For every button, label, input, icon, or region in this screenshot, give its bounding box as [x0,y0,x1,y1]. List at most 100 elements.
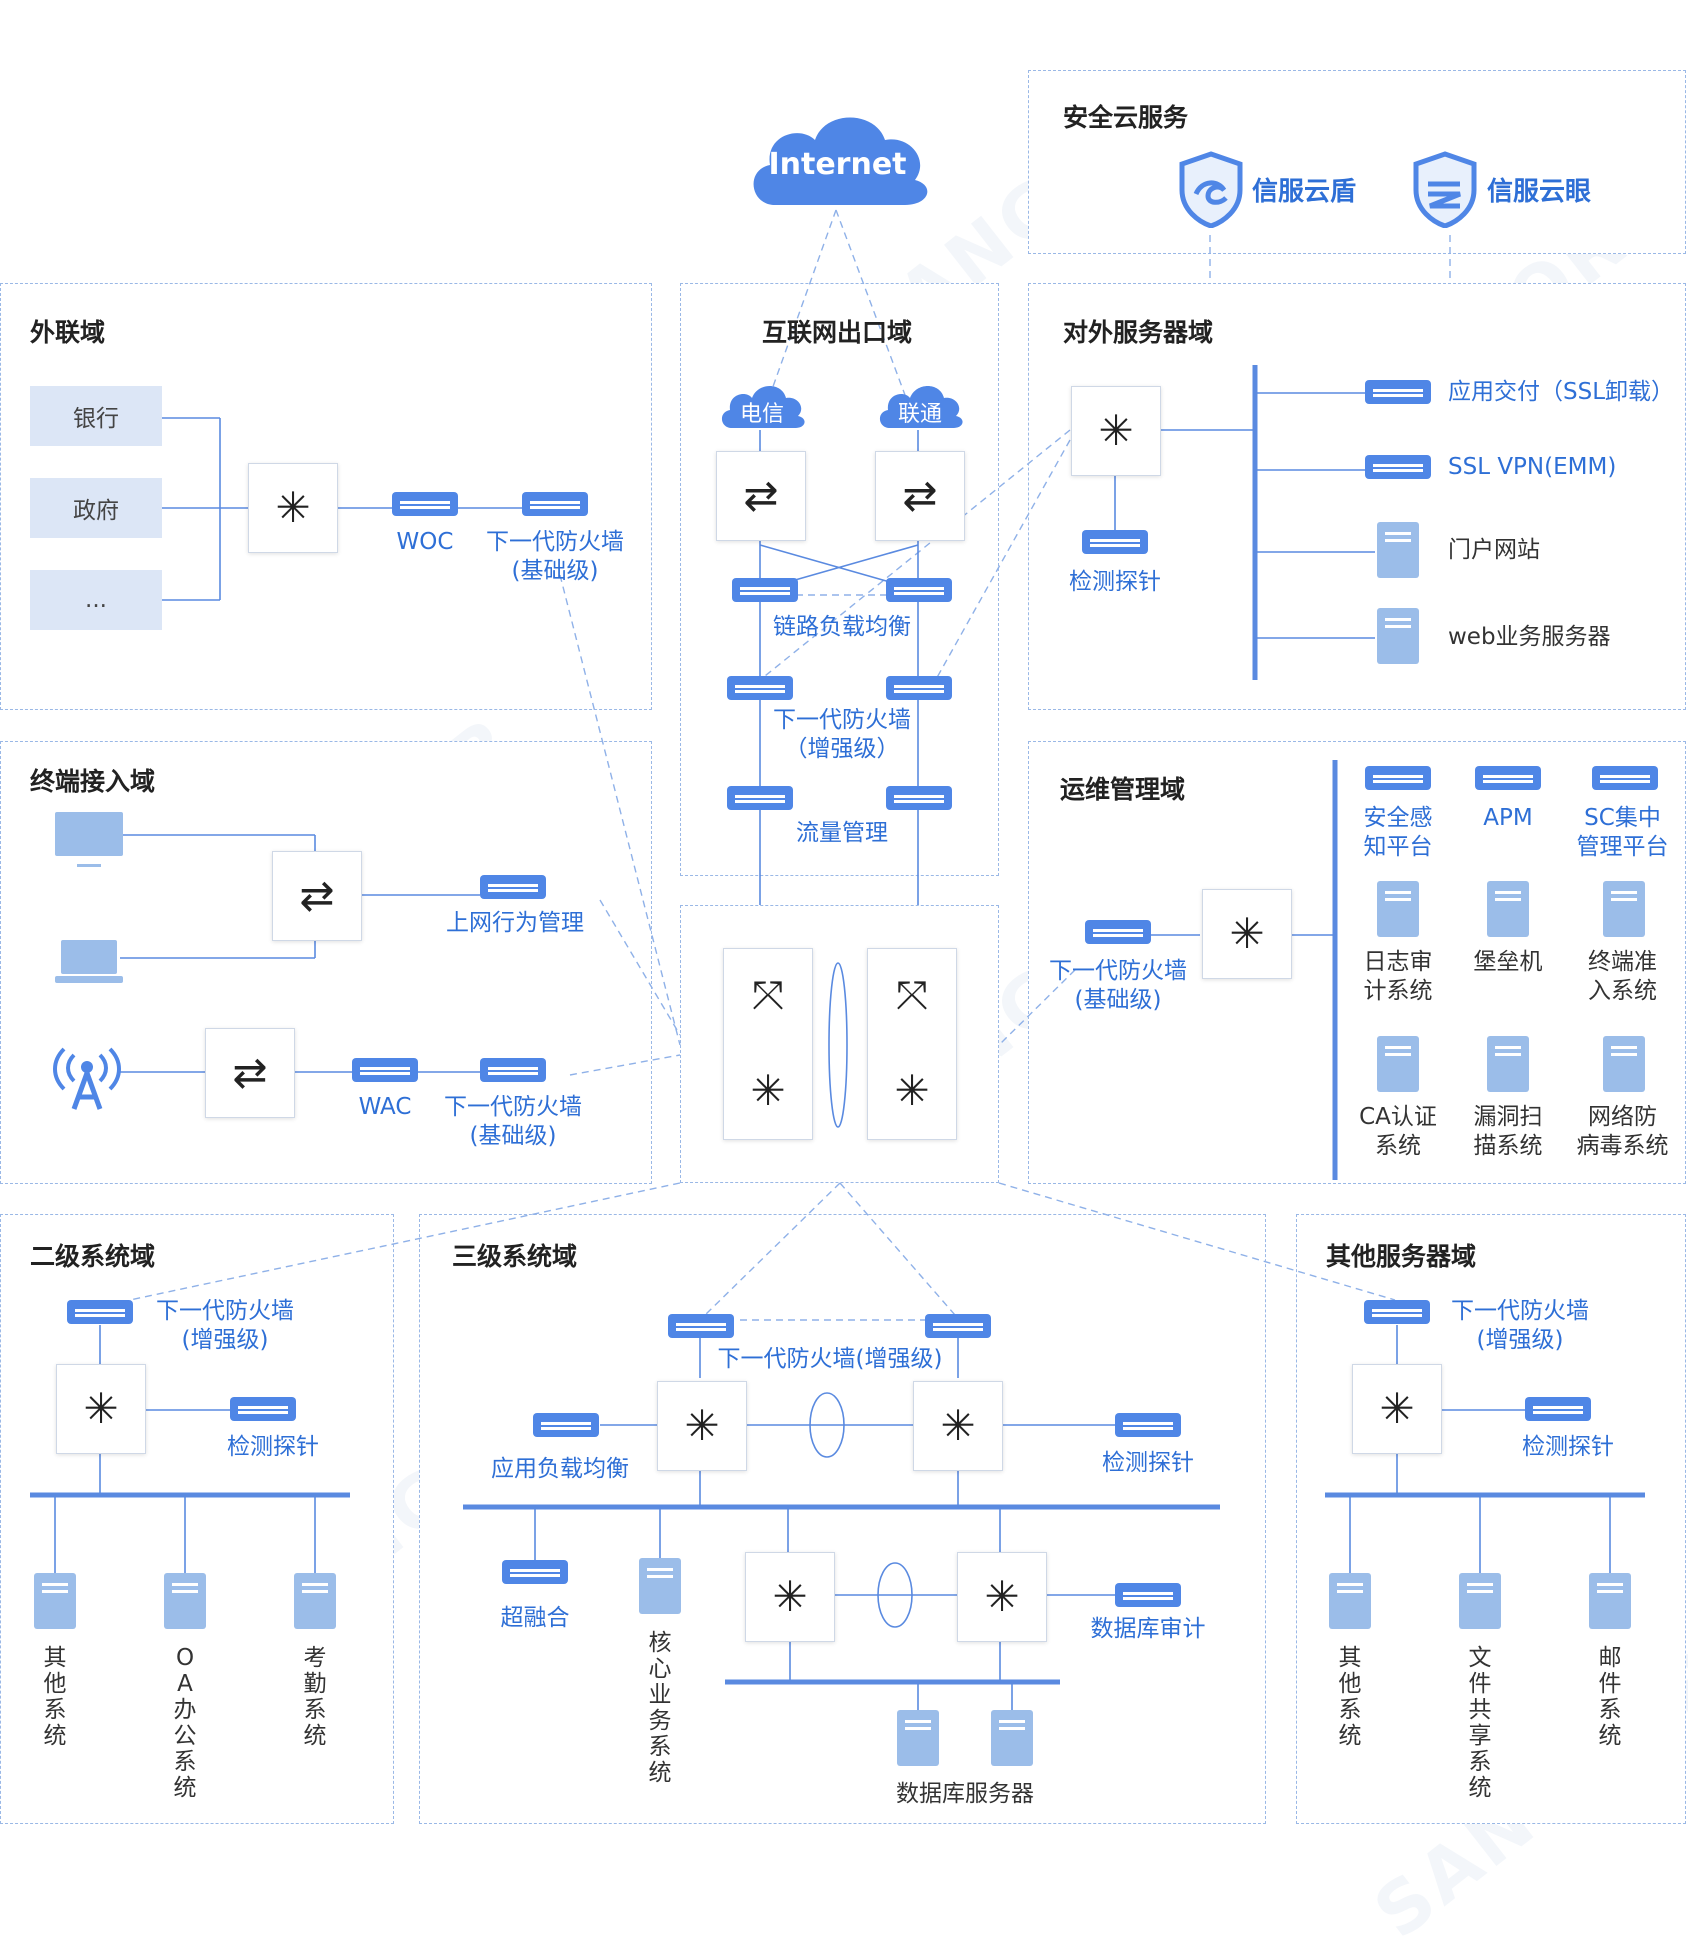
switch-icon: ✳ [745,1552,835,1642]
appliance-icon [1365,455,1431,479]
server-label: 应用交付（SSL卸载） [1448,379,1675,405]
hci-label: 超融合 [500,1605,570,1631]
exchange-arrows-icon: ⇄ [875,451,965,541]
firewall-level-label: (基础级) [469,1123,557,1149]
appliance-icon [392,492,458,516]
probe-label: 检测探针 [1102,1450,1194,1476]
firewall-label: 下一代防火墙 [1451,1298,1589,1324]
cross-switch-icon: ⤧ [752,973,784,1019]
isp-label: 电信 [739,402,784,427]
server-icon [34,1573,76,1629]
core-business-label: 核心业务系统 [648,1630,672,1786]
star-switch-icon: ✳ [750,1066,786,1115]
firewall-label: 下一代防火墙 [486,529,624,555]
appliance-icon [727,676,793,700]
shield-label: 信服云盾 [1252,177,1357,207]
server-label: 门户网站 [1448,537,1540,563]
zone-ops-mgmt [1028,741,1686,1184]
appliance-icon [230,1397,296,1421]
behavior-mgmt-label: 上网行为管理 [446,910,584,936]
app-lb-label: 应用负载均衡 [491,1456,629,1482]
server-icon [1377,522,1419,578]
monitor-icon [55,812,123,867]
isp-cloud: 电信 [718,380,806,430]
ops-item-label: 管理平台 [1576,834,1669,860]
firewall-level-label: (增强级) [1476,1327,1564,1353]
star-switch-icon: ✳ [894,1066,930,1115]
firewall-label: 下一代防火墙(增强级) [717,1346,943,1372]
shield-icon [1413,151,1477,228]
server-icon [1329,1573,1371,1629]
zone-title: 对外服务器域 [1063,318,1214,347]
cloud-icon [721,386,805,428]
appliance-icon [1365,766,1431,790]
server-icon [1487,881,1529,937]
server-icon [991,1710,1033,1766]
server-icon [1589,1573,1631,1629]
appliance-icon [522,492,588,516]
probe-label: 检测探针 [1069,569,1161,595]
wireless-ap-icon [53,1047,121,1110]
partner-bank: 银行 [30,386,162,446]
system-label: 文件共享系统 [1468,1645,1492,1801]
server-icon [294,1573,336,1629]
ops-item-label: 入系统 [1588,978,1657,1004]
ops-item-label: SC集中 [1584,805,1661,831]
switch-icon: ✳ [1071,386,1161,476]
ops-item-label: 描系统 [1473,1133,1543,1159]
db-audit-label: 数据库审计 [1090,1616,1206,1642]
appliance-icon [925,1314,991,1338]
firewall-label: 下一代防火墙 [444,1094,582,1120]
link-lb-label: 链路负载均衡 [773,614,911,640]
zone-title: 其他服务器域 [1326,1242,1477,1271]
zone-title: 安全云服务 [1063,103,1189,132]
ops-item-label: 网络防 [1588,1104,1657,1130]
server-icon [1377,1036,1419,1092]
ops-item-label: 日志审 [1363,949,1433,975]
cross-switch-icon: ⤧ [896,973,928,1019]
appliance-icon [1364,1300,1430,1324]
appliance-icon [1592,766,1658,790]
zone-level3 [419,1214,1266,1824]
appliance-icon [886,578,952,602]
appliance-icon [480,1058,546,1082]
shield-icon [1179,151,1243,228]
network-topology-diagram: SANGFOR SANGFOR SANGFOR SANGFOR SANGFOR … [0,49,1688,1955]
zone-title: 运维管理域 [1060,775,1186,804]
server-icon [897,1710,939,1766]
appliance-icon [727,786,793,810]
switch-icon: ✳ [1352,1364,1442,1454]
server-icon [1603,881,1645,937]
ops-item-label: 系统 [1375,1133,1421,1159]
exchange-arrows-icon: ⇄ [272,851,362,941]
partner-more: ... [30,570,162,630]
appliance-icon [886,676,952,700]
system-label: 其他系统 [1338,1645,1362,1749]
server-icon [1487,1036,1529,1092]
ops-item-label: 安全感 [1363,805,1433,831]
appliance-icon [1525,1397,1591,1421]
server-icon [1377,881,1419,937]
system-label: OA办公系统 [173,1645,197,1801]
appliance-icon [480,875,546,899]
appliance-icon [352,1058,418,1082]
internet-cloud: Internet [745,105,930,210]
ops-item-label: 病毒系统 [1576,1133,1669,1159]
appliance-icon [1085,920,1151,944]
zone-level2 [0,1214,394,1824]
firewall-label: 下一代防火墙 [1049,958,1187,984]
firewall-level-label: (增强级) [181,1327,269,1353]
cloud-icon [753,117,928,205]
zone-title: 终端接入域 [30,767,156,796]
server-icon [164,1573,206,1629]
appliance-icon [1115,1413,1181,1437]
switch-icon: ✳ [248,463,338,553]
ops-item-label: 知平台 [1363,834,1433,860]
system-label: 其他系统 [43,1645,67,1749]
switch-icon: ✳ [657,1381,747,1471]
ops-item-label: CA认证 [1359,1104,1437,1130]
woc-label: WOC [396,529,454,555]
laptop-icon [55,940,123,983]
wac-label: WAC [358,1094,412,1120]
server-icon [1377,608,1419,664]
